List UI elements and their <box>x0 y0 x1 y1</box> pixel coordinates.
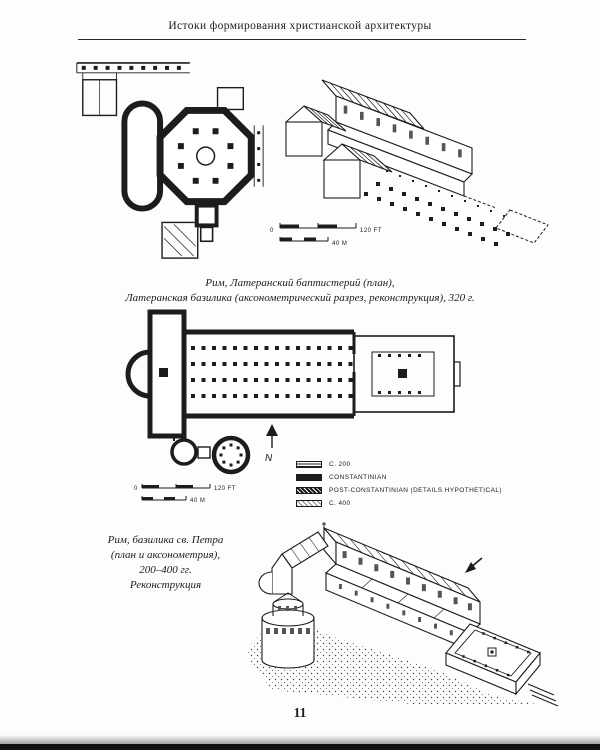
north-arrow-icon: N <box>265 424 278 464</box>
apse <box>258 571 273 595</box>
rotunda <box>261 592 315 669</box>
caption-line: (план и аксонометрия), <box>110 549 221 561</box>
annex-room <box>161 221 199 259</box>
north-label: N <box>265 453 273 464</box>
scale-ft: 120 FT <box>214 486 236 492</box>
legend-label: C. 200 <box>329 461 351 468</box>
chapel <box>194 203 219 228</box>
caption-lateran: Рим, Латеранский баптистерий (план), Лат… <box>80 276 520 306</box>
rotunda-cone <box>273 592 303 603</box>
legend-row: C. 400 <box>296 500 511 507</box>
legend-swatch-constantinian <box>296 474 322 481</box>
ground-stipple <box>244 614 536 704</box>
page-number: 11 <box>293 705 307 720</box>
lateran-axon-drawing <box>284 79 549 246</box>
caption-line: Рим, базилика св. Петра <box>107 534 224 546</box>
baptistery-plan-drawing <box>76 62 264 259</box>
header-rule <box>78 39 526 40</box>
lateran-baptistery-plan-figure <box>76 62 264 259</box>
scale-ft: 120 FT <box>360 228 382 234</box>
cantharus <box>398 369 407 378</box>
caption-stpeter: Рим, базилика св. Петра (план и аксономе… <box>58 533 273 593</box>
legend-row: CONSTANTINIAN <box>296 474 511 481</box>
gable-cross <box>322 522 326 528</box>
atrium-block <box>445 623 541 696</box>
stpeter-plan-drawing: N <box>125 309 461 475</box>
apse <box>125 349 151 399</box>
rotunda-columns <box>219 443 243 467</box>
figure-legend: C. 200 CONSTANTINIAN POST-CONSTANTINIAN … <box>296 461 511 513</box>
scale-m: 40 M <box>190 498 205 504</box>
view-arrow-icon <box>465 557 483 573</box>
legend-swatch-c400 <box>296 500 322 507</box>
entrance-steps <box>453 361 461 387</box>
drum-windows <box>278 606 297 611</box>
caption-line: Реконструкция <box>129 579 202 591</box>
narthex-with-apses <box>121 100 164 212</box>
scale-zero: 0 <box>270 228 274 234</box>
atrium-courtyard <box>371 351 435 397</box>
clerestory-windows <box>342 551 472 611</box>
caption-line: 200–400 гг. <box>139 564 192 576</box>
legend-swatch-c200 <box>296 461 322 468</box>
scan-shadow <box>0 735 600 744</box>
nave-columns-row1 <box>191 346 353 350</box>
scan-edge <box>0 744 600 750</box>
stpeter-plan-figure: N <box>125 309 461 475</box>
hypothetical-outline <box>495 209 549 244</box>
legend-row: POST-CONSTANTINIAN (DETAILS HYPOTHETICAL… <box>296 487 511 494</box>
nave-columns-row4 <box>191 394 353 398</box>
scale-bar-axon: 0 120 FT 40 M <box>270 223 382 247</box>
transept-gable-wall <box>271 553 293 595</box>
mausoleum-small <box>170 438 198 466</box>
legend-label: POST-CONSTANTINIAN (DETAILS HYPOTHETICAL… <box>329 487 502 494</box>
caption-line: Рим, Латеранский баптистерий (план), <box>205 277 395 289</box>
mausoleum-large <box>211 435 251 475</box>
rotunda-windows <box>266 628 310 634</box>
stpeter-axonometric-figure <box>244 522 559 707</box>
caption-line: Латеранская базилика (аксонометрический … <box>125 292 475 304</box>
legend-row: C. 200 <box>296 461 511 468</box>
legend-swatch-post-constantinian <box>296 487 322 494</box>
scale-bar-plan: 0 120 FT 40 M <box>134 484 236 504</box>
scale-m: 40 M <box>332 241 347 247</box>
legend-label: CONSTANTINIAN <box>329 474 387 481</box>
shrine <box>159 368 168 377</box>
running-head: Истоки формирования христианской архитек… <box>168 20 432 32</box>
font-basin <box>195 146 216 166</box>
nave-columns-row3 <box>191 378 353 382</box>
stpeter-axon-drawing <box>244 522 559 707</box>
portico-columns <box>81 65 181 70</box>
rotunda-link <box>197 446 211 459</box>
column-row-far <box>376 182 510 236</box>
octagon-wall <box>156 106 255 206</box>
nave-columns-row2 <box>191 362 353 366</box>
column-row-near <box>364 192 498 246</box>
legend-label: C. 400 <box>329 500 351 507</box>
scale-zero: 0 <box>134 486 138 492</box>
lateran-basilica-axonometric-figure: 0 120 FT 40 M <box>270 79 549 247</box>
entrance-steps <box>527 683 559 707</box>
